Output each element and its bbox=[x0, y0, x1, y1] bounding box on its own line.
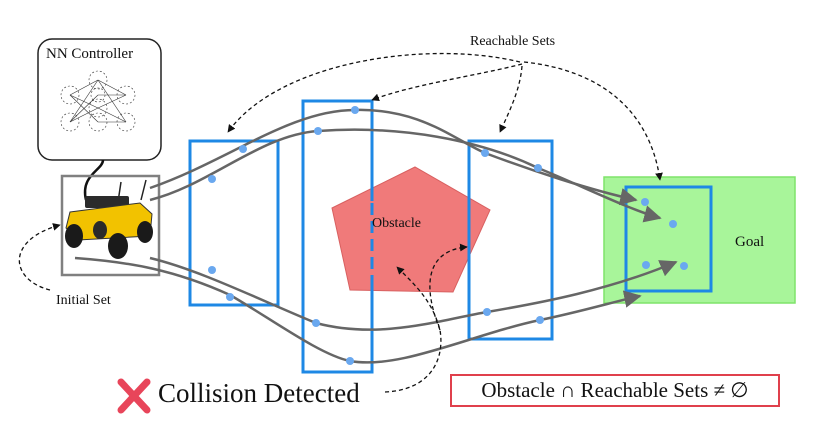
state-point bbox=[641, 198, 649, 206]
nn-controller-box bbox=[37, 38, 162, 161]
state-point bbox=[312, 319, 320, 327]
state-point bbox=[481, 149, 489, 157]
callout-arrow bbox=[523, 61, 663, 181]
goal-label: Goal bbox=[735, 234, 765, 250]
state-point bbox=[351, 106, 359, 114]
collision-detected-label: Collision Detected bbox=[158, 378, 360, 408]
state-point bbox=[208, 175, 216, 183]
state-point bbox=[346, 357, 354, 365]
condition-label: Obstacle ∩ Reachable Sets ≠ ∅ bbox=[481, 378, 749, 402]
cross-mark-icon bbox=[117, 378, 151, 414]
callout-arrow bbox=[18, 223, 61, 291]
callout-arrow bbox=[429, 243, 468, 331]
callout-arrow bbox=[227, 52, 521, 133]
initial-set-label: Initial Set bbox=[56, 293, 111, 308]
state-point bbox=[680, 262, 688, 270]
obstacle-label: Obstacle bbox=[372, 216, 421, 231]
state-point bbox=[536, 316, 544, 324]
reachable-set-box-goal bbox=[624, 185, 713, 293]
trajectory-1 bbox=[149, 108, 638, 206]
robot-icon bbox=[65, 179, 153, 259]
condition-box: Obstacle ∩ Reachable Sets ≠ ∅ bbox=[450, 374, 780, 407]
state-point bbox=[483, 308, 491, 316]
trajectory-2 bbox=[149, 128, 662, 223]
nn-controller-label: NN Controller bbox=[46, 46, 134, 62]
state-point bbox=[314, 127, 322, 135]
reachable-sets-label: Reachable Sets bbox=[470, 34, 556, 49]
goal-region bbox=[603, 176, 796, 304]
state-point bbox=[534, 164, 542, 172]
reachable-set-box-2 bbox=[301, 99, 374, 374]
state-point bbox=[642, 261, 650, 269]
callout-arrow bbox=[384, 266, 442, 393]
callout-arrow bbox=[499, 65, 523, 133]
trajectory-4 bbox=[149, 256, 678, 331]
state-point bbox=[239, 145, 247, 153]
reachable-set-box-1 bbox=[188, 139, 280, 307]
initial-set-box bbox=[60, 174, 161, 277]
state-point bbox=[669, 220, 677, 228]
neural-network-icon bbox=[60, 70, 136, 132]
callout-arrow bbox=[371, 63, 523, 102]
state-point bbox=[226, 293, 234, 301]
controller-cable bbox=[83, 159, 105, 201]
state-point bbox=[208, 266, 216, 274]
reachable-set-box-3 bbox=[467, 139, 554, 341]
